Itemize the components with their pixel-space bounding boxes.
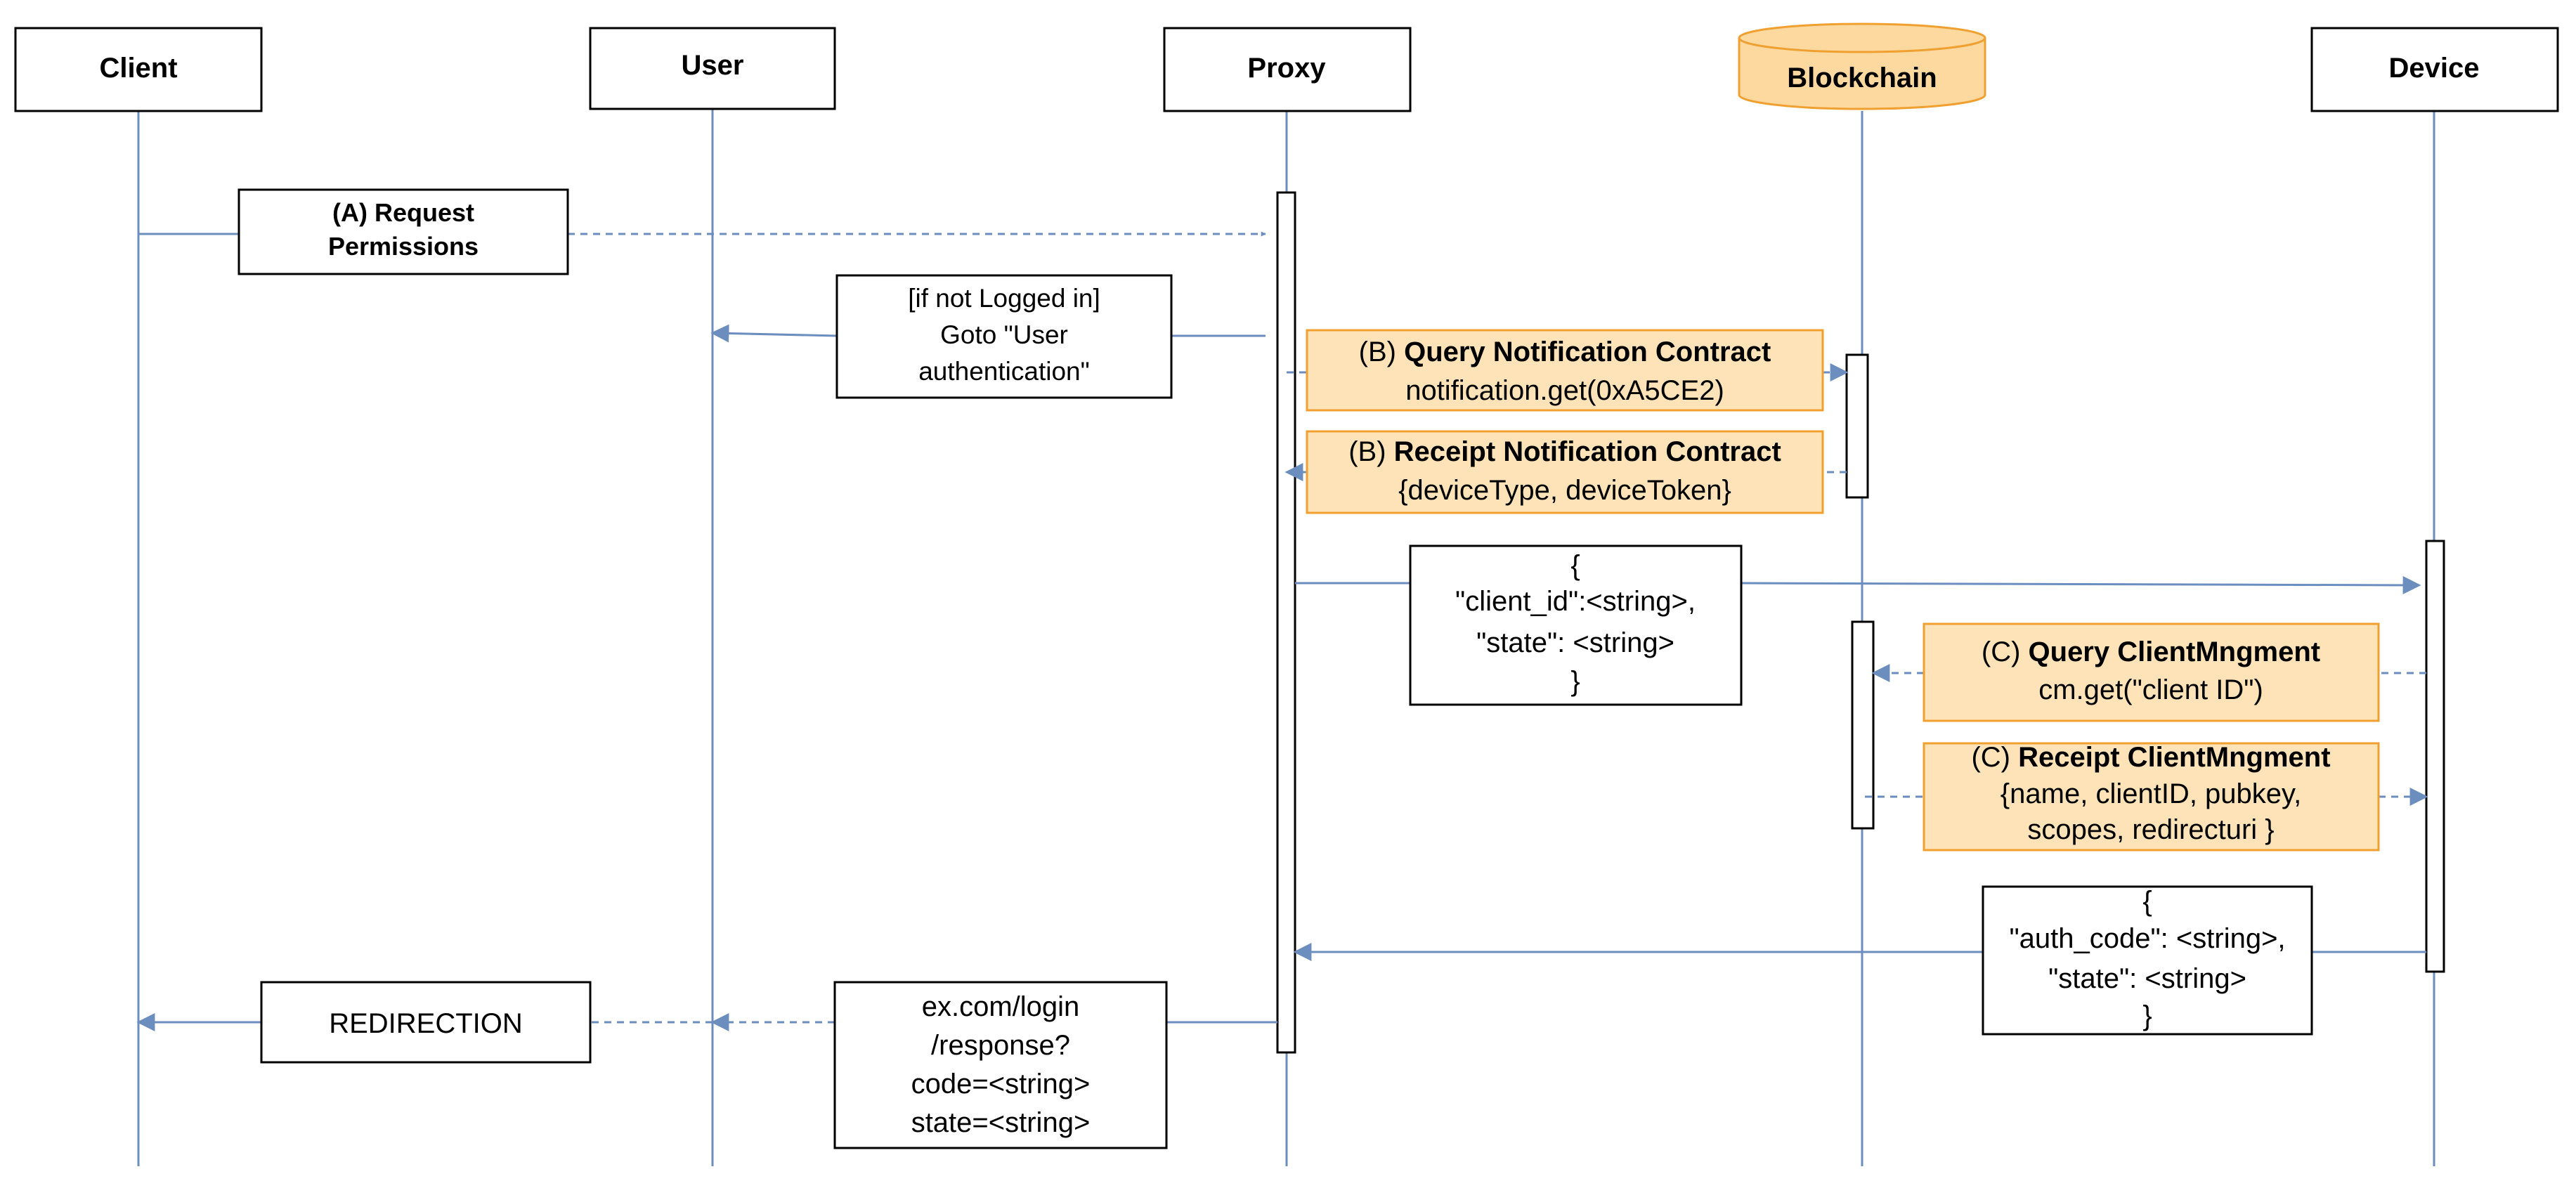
svg-text:(A) Request: (A) Request <box>332 198 474 227</box>
client-id-state-label: { "client_id":<string>, "state": <string… <box>1409 544 1743 706</box>
arrows <box>136 231 2428 1031</box>
svg-text:[if not Logged in]: [if not Logged in] <box>908 284 1100 313</box>
activation-blockchain-2 <box>1851 620 1875 830</box>
database-icon <box>1738 38 1986 110</box>
svg-text:"client_id":<string>,: "client_id":<string>, <box>1455 586 1696 617</box>
svg-text:scopes, redirecturi }: scopes, redirecturi } <box>2027 814 2274 845</box>
participant-proxy-label: Proxy <box>1247 53 1326 84</box>
svg-text:notification.get(0xA5CE2): notification.get(0xA5CE2) <box>1405 375 1724 406</box>
participant-user-label: User <box>682 50 744 81</box>
svg-text:code=<string>: code=<string> <box>911 1069 1091 1100</box>
participant-user: User <box>589 27 836 110</box>
activation-device <box>2425 540 2445 973</box>
participant-proxy: Proxy <box>1163 27 1412 112</box>
activation-proxy <box>1276 191 1296 1054</box>
auth-code-label: { "auth_code": <string>, "state": <strin… <box>1982 885 2313 1036</box>
svg-text:"auth_code": <string>,: "auth_code": <string>, <box>2009 923 2285 954</box>
svg-text:"state": <string>: "state": <string> <box>2048 963 2246 994</box>
arrow-if-not-logged-b <box>710 324 838 343</box>
svg-text:(B) Receipt Notification Contr: (B) Receipt Notification Contract <box>1348 436 1781 467</box>
svg-text:{: { <box>2142 886 2152 917</box>
participant-device-label: Device <box>2389 53 2480 84</box>
svg-text:state=<string>: state=<string> <box>911 1107 1091 1138</box>
svg-text:}: } <box>1570 666 1580 697</box>
svg-text:{: { <box>1570 550 1580 581</box>
query-clientmngment-label: (C) Query ClientMngment cm.get("client I… <box>1923 622 2380 722</box>
svg-text:(B) Query Notification Contrac: (B) Query Notification Contract <box>1359 337 1771 367</box>
svg-text:authentication": authentication" <box>918 357 1090 386</box>
participant-blockchain: Blockchain <box>1738 22 1986 110</box>
receipt-notification-contract-label: (B) Receipt Notification Contract {devic… <box>1306 430 1824 514</box>
participant-client-label: Client <box>99 53 177 84</box>
request-permissions-label: (A) Request Permissions <box>238 188 569 275</box>
svg-text:Goto "User: Goto "User <box>940 320 1068 349</box>
svg-text:cm.get("client ID"): cm.get("client ID") <box>2038 674 2263 705</box>
login-response-label: ex.com/login /response? code=<string> st… <box>833 981 1168 1149</box>
svg-text:{name, clientID, pubkey,: {name, clientID, pubkey, <box>2001 778 2301 809</box>
svg-text:(C) Query ClientMngment: (C) Query ClientMngment <box>1982 637 2320 667</box>
svg-text:ex.com/login: ex.com/login <box>922 991 1080 1022</box>
participant-client: Client <box>14 27 263 112</box>
redirection-label: REDIRECTION <box>260 981 592 1064</box>
svg-text:}: } <box>2142 1000 2152 1031</box>
if-not-logged-in-label: [if not Logged in] Goto "User authentica… <box>835 274 1173 399</box>
svg-text:"state": <string>: "state": <string> <box>1476 627 1674 658</box>
query-notification-contract-label: (B) Query Notification Contract notifica… <box>1306 329 1824 412</box>
participant-device: Device <box>2310 27 2559 112</box>
participant-blockchain-label: Blockchain <box>1787 63 1937 93</box>
svg-text:Permissions: Permissions <box>328 232 479 261</box>
svg-text:{deviceType, deviceToken}: {deviceType, deviceToken} <box>1398 475 1731 506</box>
svg-text:REDIRECTION: REDIRECTION <box>329 1008 523 1039</box>
svg-text:/response?: /response? <box>931 1030 1070 1061</box>
arrow-client-state-b <box>1741 575 2421 594</box>
activation-blockchain-1 <box>1845 353 1869 499</box>
receipt-clientmngment-label: (C) Receipt ClientMngment {name, clientI… <box>1923 742 2380 852</box>
svg-text:(C) Receipt ClientMngment: (C) Receipt ClientMngment <box>1971 742 2330 773</box>
